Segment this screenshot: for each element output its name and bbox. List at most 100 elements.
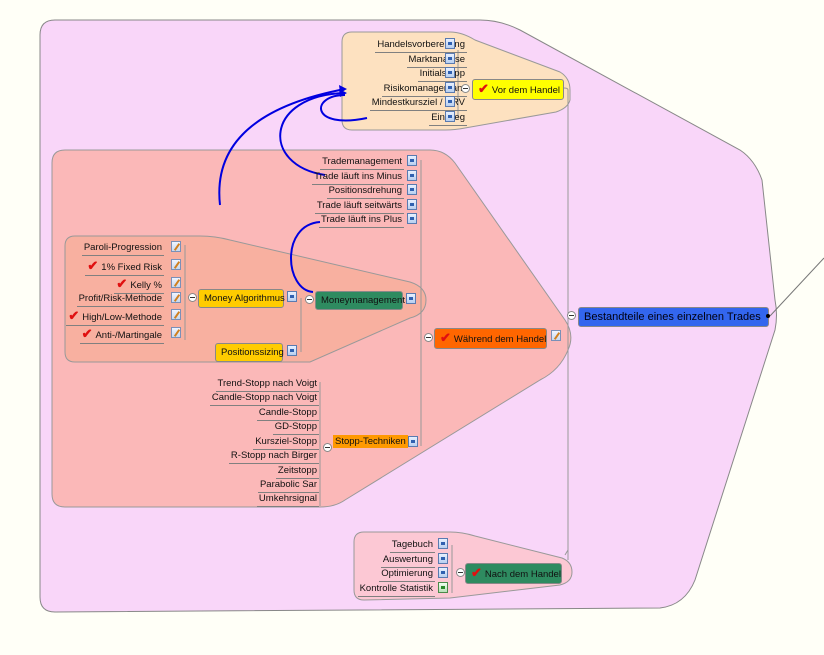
note-icon[interactable] bbox=[438, 553, 448, 564]
item-label: Anti-/Martingale bbox=[95, 330, 162, 341]
vor-item[interactable]: Marktanalyse bbox=[406, 53, 467, 68]
note-icon[interactable] bbox=[406, 293, 416, 304]
item-label: Umkehrsignal bbox=[258, 493, 317, 504]
waehrend-node[interactable]: ✔Während dem Handel bbox=[434, 328, 547, 349]
note-icon[interactable] bbox=[445, 96, 455, 107]
vor-item[interactable]: Mindestkursziel / CRV bbox=[369, 96, 467, 111]
moneymanagement-node[interactable]: Moneymanagement bbox=[315, 291, 405, 310]
item-label: Trend-Stopp nach Voigt bbox=[217, 378, 317, 389]
edit-note-icon[interactable] bbox=[171, 241, 181, 252]
item-label: GD-Stopp bbox=[274, 421, 317, 432]
nach-node[interactable]: ✔Nach dem Handel bbox=[465, 563, 562, 584]
note-icon[interactable] bbox=[408, 436, 418, 447]
waehrend-item[interactable]: Trade läuft ins Minus bbox=[312, 170, 404, 185]
note-icon[interactable] bbox=[287, 345, 297, 356]
stopp-item[interactable]: R-Stopp nach Birger bbox=[228, 449, 319, 464]
waehrend-item[interactable]: Trade läuft seitwärts bbox=[314, 199, 404, 214]
item-label: Trade läuft seitwärts bbox=[316, 200, 402, 211]
stopp-item[interactable]: Trend-Stopp nach Voigt bbox=[215, 377, 319, 392]
node-label: Während dem Handel bbox=[453, 334, 547, 345]
waehrend-item[interactable]: Trade läuft ins Plus bbox=[319, 213, 404, 228]
root-node[interactable]: Bestandteile eines einzelnen Trades bbox=[578, 307, 769, 327]
item-label: Zeitstopp bbox=[277, 465, 317, 476]
stopp-item[interactable]: Kursziel-Stopp bbox=[253, 435, 319, 450]
vor-collapse-toggle[interactable] bbox=[461, 84, 470, 93]
node-label: Vor dem Handel bbox=[491, 85, 561, 96]
item-label: Trade läuft ins Minus bbox=[314, 171, 402, 182]
stopp-item[interactable]: Candle-Stopp bbox=[256, 406, 319, 421]
stopp-item[interactable]: Candle-Stopp nach Voigt bbox=[209, 391, 319, 406]
money-algo-item[interactable]: ✔Anti-/Martingale bbox=[79, 327, 164, 344]
item-label: Positionsdrehung bbox=[328, 185, 402, 196]
money-algo-item[interactable]: ✔1% Fixed Risk bbox=[85, 259, 164, 276]
checkmark-icon: ✔ bbox=[440, 330, 451, 345]
item-label: Tagebuch bbox=[391, 539, 433, 550]
nach-collapse-toggle[interactable] bbox=[456, 568, 465, 577]
item-label: Kursziel-Stopp bbox=[255, 436, 317, 447]
vor-node[interactable]: ✔Vor dem Handel bbox=[472, 79, 564, 100]
item-label: Kontrolle Statistik bbox=[359, 583, 433, 594]
note-icon[interactable] bbox=[287, 291, 297, 302]
vor-item[interactable]: Risikomanagemant bbox=[381, 82, 467, 97]
vor-item[interactable]: Initialstopp bbox=[417, 67, 467, 82]
vor-item[interactable]: Handelsvorbereitung bbox=[375, 38, 467, 53]
stopp-item[interactable]: Umkehrsignal bbox=[256, 492, 319, 507]
item-label: Initialstopp bbox=[419, 68, 465, 79]
money-algorithmus-node[interactable]: Money Algorithmus bbox=[198, 289, 285, 308]
note-icon[interactable] bbox=[407, 184, 417, 195]
note-icon[interactable] bbox=[445, 82, 455, 93]
money-algo-item[interactable]: ✔Kelly % bbox=[114, 277, 164, 294]
nach-item[interactable]: Auswertung bbox=[380, 553, 435, 568]
waehrend-collapse-toggle[interactable] bbox=[424, 333, 433, 342]
nach-item[interactable]: Optimierung bbox=[379, 567, 435, 582]
note-icon[interactable] bbox=[445, 67, 455, 78]
stopp-item[interactable]: Parabolic Sar bbox=[257, 478, 319, 493]
nach-item[interactable]: Tagebuch bbox=[389, 538, 435, 553]
item-label: Handelsvorbereitung bbox=[377, 39, 465, 50]
note-icon[interactable] bbox=[438, 567, 448, 578]
note-icon[interactable] bbox=[438, 538, 448, 549]
positionssizing-node[interactable]: Positionssizing bbox=[215, 343, 284, 362]
note-icon[interactable] bbox=[407, 155, 417, 166]
item-label: Profit/Risk-Methode bbox=[78, 293, 162, 304]
spreadsheet-icon[interactable] bbox=[438, 582, 448, 593]
money-algo-item[interactable]: ✔High/Low-Methode bbox=[66, 309, 164, 326]
note-icon[interactable] bbox=[407, 213, 417, 224]
edit-note-icon[interactable] bbox=[171, 259, 181, 270]
waehrend-item[interactable]: Positionsdrehung bbox=[326, 184, 404, 199]
item-label: Paroli-Progression bbox=[83, 242, 162, 253]
waehrend-item[interactable]: Trademanagement bbox=[320, 155, 404, 170]
money-algo-item[interactable]: Profit/Risk-Methode bbox=[76, 292, 164, 307]
stopp-item[interactable]: GD-Stopp bbox=[272, 420, 319, 435]
nach-item[interactable]: Kontrolle Statistik bbox=[357, 582, 435, 597]
note-icon[interactable] bbox=[445, 38, 455, 49]
edit-note-icon[interactable] bbox=[171, 277, 181, 288]
link-arrows bbox=[218, 88, 368, 293]
item-label: Parabolic Sar bbox=[259, 479, 317, 490]
root-collapse-toggle[interactable] bbox=[567, 311, 576, 320]
note-icon[interactable] bbox=[407, 170, 417, 181]
item-label: 1% Fixed Risk bbox=[101, 262, 162, 273]
edit-note-icon[interactable] bbox=[171, 327, 181, 338]
note-icon[interactable] bbox=[445, 111, 455, 122]
stopp-collapse-toggle[interactable] bbox=[323, 443, 332, 452]
checkmark-icon: ✔ bbox=[471, 565, 482, 580]
note-icon[interactable] bbox=[445, 53, 455, 64]
stopp-item[interactable]: Zeitstopp bbox=[275, 464, 319, 479]
stopp-techniken-node[interactable]: Stopp-Techniken bbox=[333, 435, 408, 448]
edit-note-icon[interactable] bbox=[551, 330, 561, 341]
edit-note-icon[interactable] bbox=[171, 292, 181, 303]
node-label: Positionssizing bbox=[221, 347, 284, 358]
checkmark-icon: ✔ bbox=[478, 81, 489, 96]
item-label: Risikomanagemant bbox=[383, 83, 465, 94]
checkmark-icon: ✔ bbox=[87, 258, 99, 273]
checkmark-icon: ✔ bbox=[68, 308, 80, 323]
note-icon[interactable] bbox=[407, 199, 417, 210]
node-label: Moneymanagement bbox=[321, 295, 405, 306]
item-label: Candle-Stopp bbox=[258, 407, 317, 418]
moneymanagement-collapse-toggle[interactable] bbox=[305, 295, 314, 304]
edit-note-icon[interactable] bbox=[171, 309, 181, 320]
money-algo-collapse-toggle[interactable] bbox=[188, 293, 197, 302]
money-algo-item[interactable]: Paroli-Progression bbox=[81, 241, 164, 256]
